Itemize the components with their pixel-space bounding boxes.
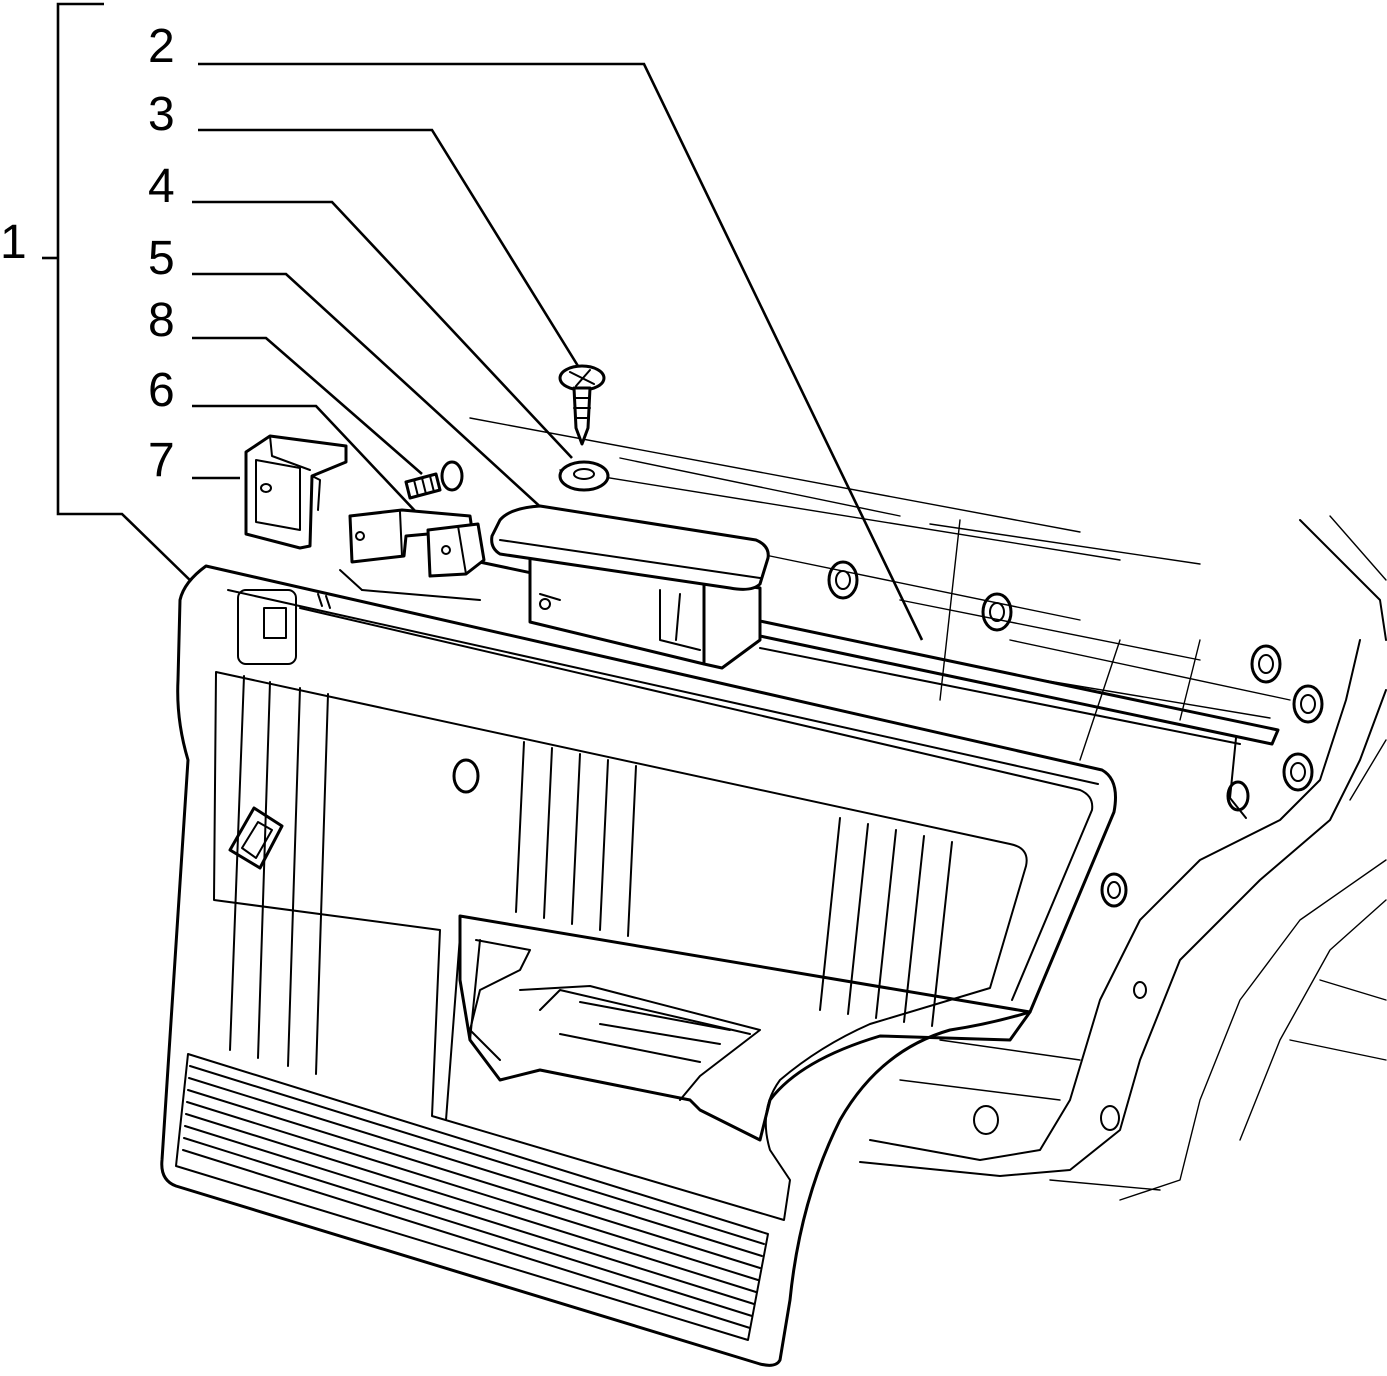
screw-part-3 bbox=[558, 364, 606, 446]
leader-2 bbox=[198, 62, 924, 641]
leader-4 bbox=[192, 200, 573, 459]
door-trim-panel bbox=[160, 564, 1117, 1367]
callout-7: 7 bbox=[148, 434, 175, 487]
door-opener bbox=[228, 806, 284, 870]
washer-part-4 bbox=[558, 460, 610, 492]
leader-5 bbox=[192, 272, 547, 513]
leader-3 bbox=[198, 128, 580, 367]
callout-5: 5 bbox=[148, 232, 175, 285]
callout-6: 6 bbox=[148, 364, 175, 417]
bracket-part-7 bbox=[244, 434, 348, 550]
callout-2: 2 bbox=[148, 20, 175, 73]
callout-labels: 1 2 3 4 5 8 6 7 bbox=[0, 20, 175, 487]
pocket-part-5 bbox=[490, 504, 770, 670]
bolt-part-8 bbox=[404, 460, 464, 500]
callout-1: 1 bbox=[0, 216, 27, 269]
callout-3: 3 bbox=[148, 88, 175, 141]
leader-8 bbox=[192, 336, 423, 475]
door-inner-frame bbox=[468, 417, 1387, 1201]
panel-top-clips bbox=[317, 569, 481, 609]
carpet-strip bbox=[175, 1053, 769, 1341]
callout-8: 8 bbox=[148, 294, 175, 347]
leader-lines bbox=[42, 2, 924, 641]
callout-4: 4 bbox=[148, 160, 175, 213]
bracket-part-6 bbox=[348, 508, 486, 578]
carpet-lines bbox=[182, 1065, 765, 1329]
leader-6 bbox=[192, 404, 417, 513]
door-holes bbox=[827, 560, 1324, 1135]
clip-hole bbox=[452, 758, 480, 794]
leader-1-bracket bbox=[56, 2, 197, 587]
